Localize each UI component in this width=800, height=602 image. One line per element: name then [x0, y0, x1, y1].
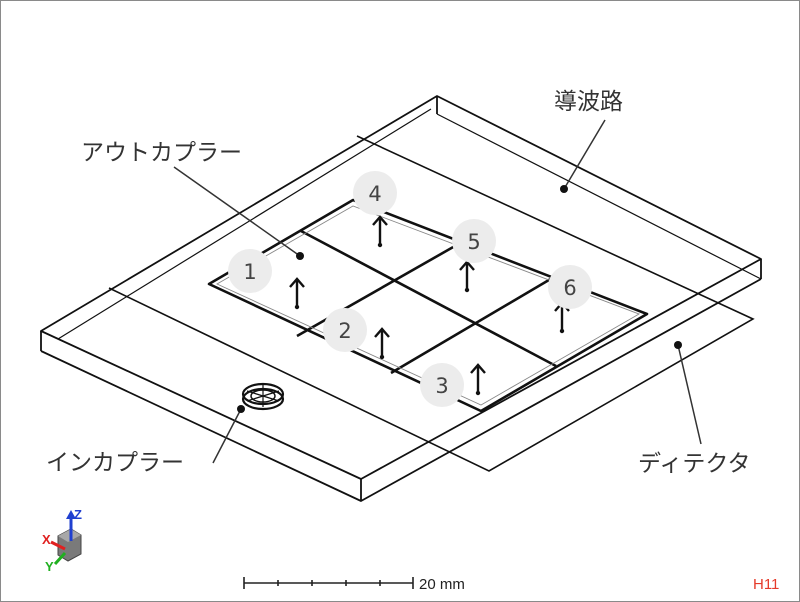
cell-arrows: [289, 215, 570, 396]
scale-bar: [243, 577, 414, 589]
label-in-coupler: インカプラー: [46, 450, 184, 476]
leader-detector: [674, 341, 702, 445]
cell-arrow-1: [289, 277, 305, 310]
cell-badge-6: 6: [548, 265, 592, 309]
view-id: H11: [753, 576, 779, 593]
axis-triad: Z X Y: [42, 507, 82, 574]
cell-badge-4: 4: [353, 171, 397, 215]
in-coupler-ring: [241, 382, 285, 411]
svg-text:3: 3: [435, 374, 448, 398]
cell-arrow-2: [374, 327, 390, 360]
out-coupler-grid: [207, 198, 649, 413]
cell-badge-1: 1: [228, 249, 272, 293]
leader-out-coupler: [173, 166, 304, 260]
svg-text:6: 6: [563, 276, 576, 300]
label-waveguide: 導波路: [554, 89, 623, 115]
svg-text:4: 4: [368, 182, 381, 206]
axis-z-label: Z: [74, 507, 82, 522]
axis-y-label: Y: [45, 559, 54, 574]
grid-line-inner: [216, 205, 641, 406]
cell-badge-5: 5: [452, 219, 496, 263]
cell-badge-3: 3: [420, 363, 464, 407]
svg-text:2: 2: [338, 319, 351, 343]
cell-badge-2: 2: [323, 308, 367, 352]
leader-in-coupler: [212, 405, 245, 464]
waveguide-slab: [40, 95, 762, 502]
detector-plate: [108, 135, 755, 472]
cell-arrow-5: [459, 260, 475, 293]
scale-bar-label: 20 mm: [419, 576, 465, 593]
label-detector: ディテクタ: [638, 451, 750, 477]
axis-x-label: X: [42, 532, 51, 547]
svg-text:1: 1: [243, 260, 256, 284]
svg-text:5: 5: [467, 230, 480, 254]
label-out-coupler: アウトカプラー: [81, 140, 242, 166]
cell-arrow-3: [470, 363, 486, 396]
leader-waveguide: [560, 119, 606, 193]
cell-arrow-4: [372, 215, 388, 248]
